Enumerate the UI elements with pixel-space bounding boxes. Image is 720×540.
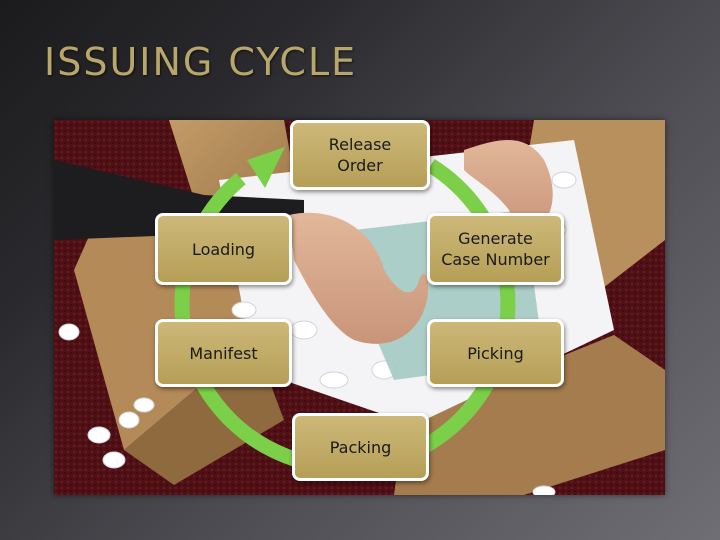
packing-box-photo: [54, 120, 665, 495]
step-generate-case-number[interactable]: Generate Case Number: [427, 213, 564, 285]
step-manifest[interactable]: Manifest: [155, 319, 292, 387]
photo-illustration: [54, 120, 665, 495]
step-packing[interactable]: Packing: [292, 413, 429, 481]
step-picking[interactable]: Picking: [427, 319, 564, 387]
step-loading[interactable]: Loading: [155, 213, 292, 285]
step-release-order[interactable]: Release Order: [290, 120, 430, 190]
slide-title: ISSUING CYCLE: [44, 40, 358, 84]
cycle-arrowhead: [247, 147, 285, 188]
